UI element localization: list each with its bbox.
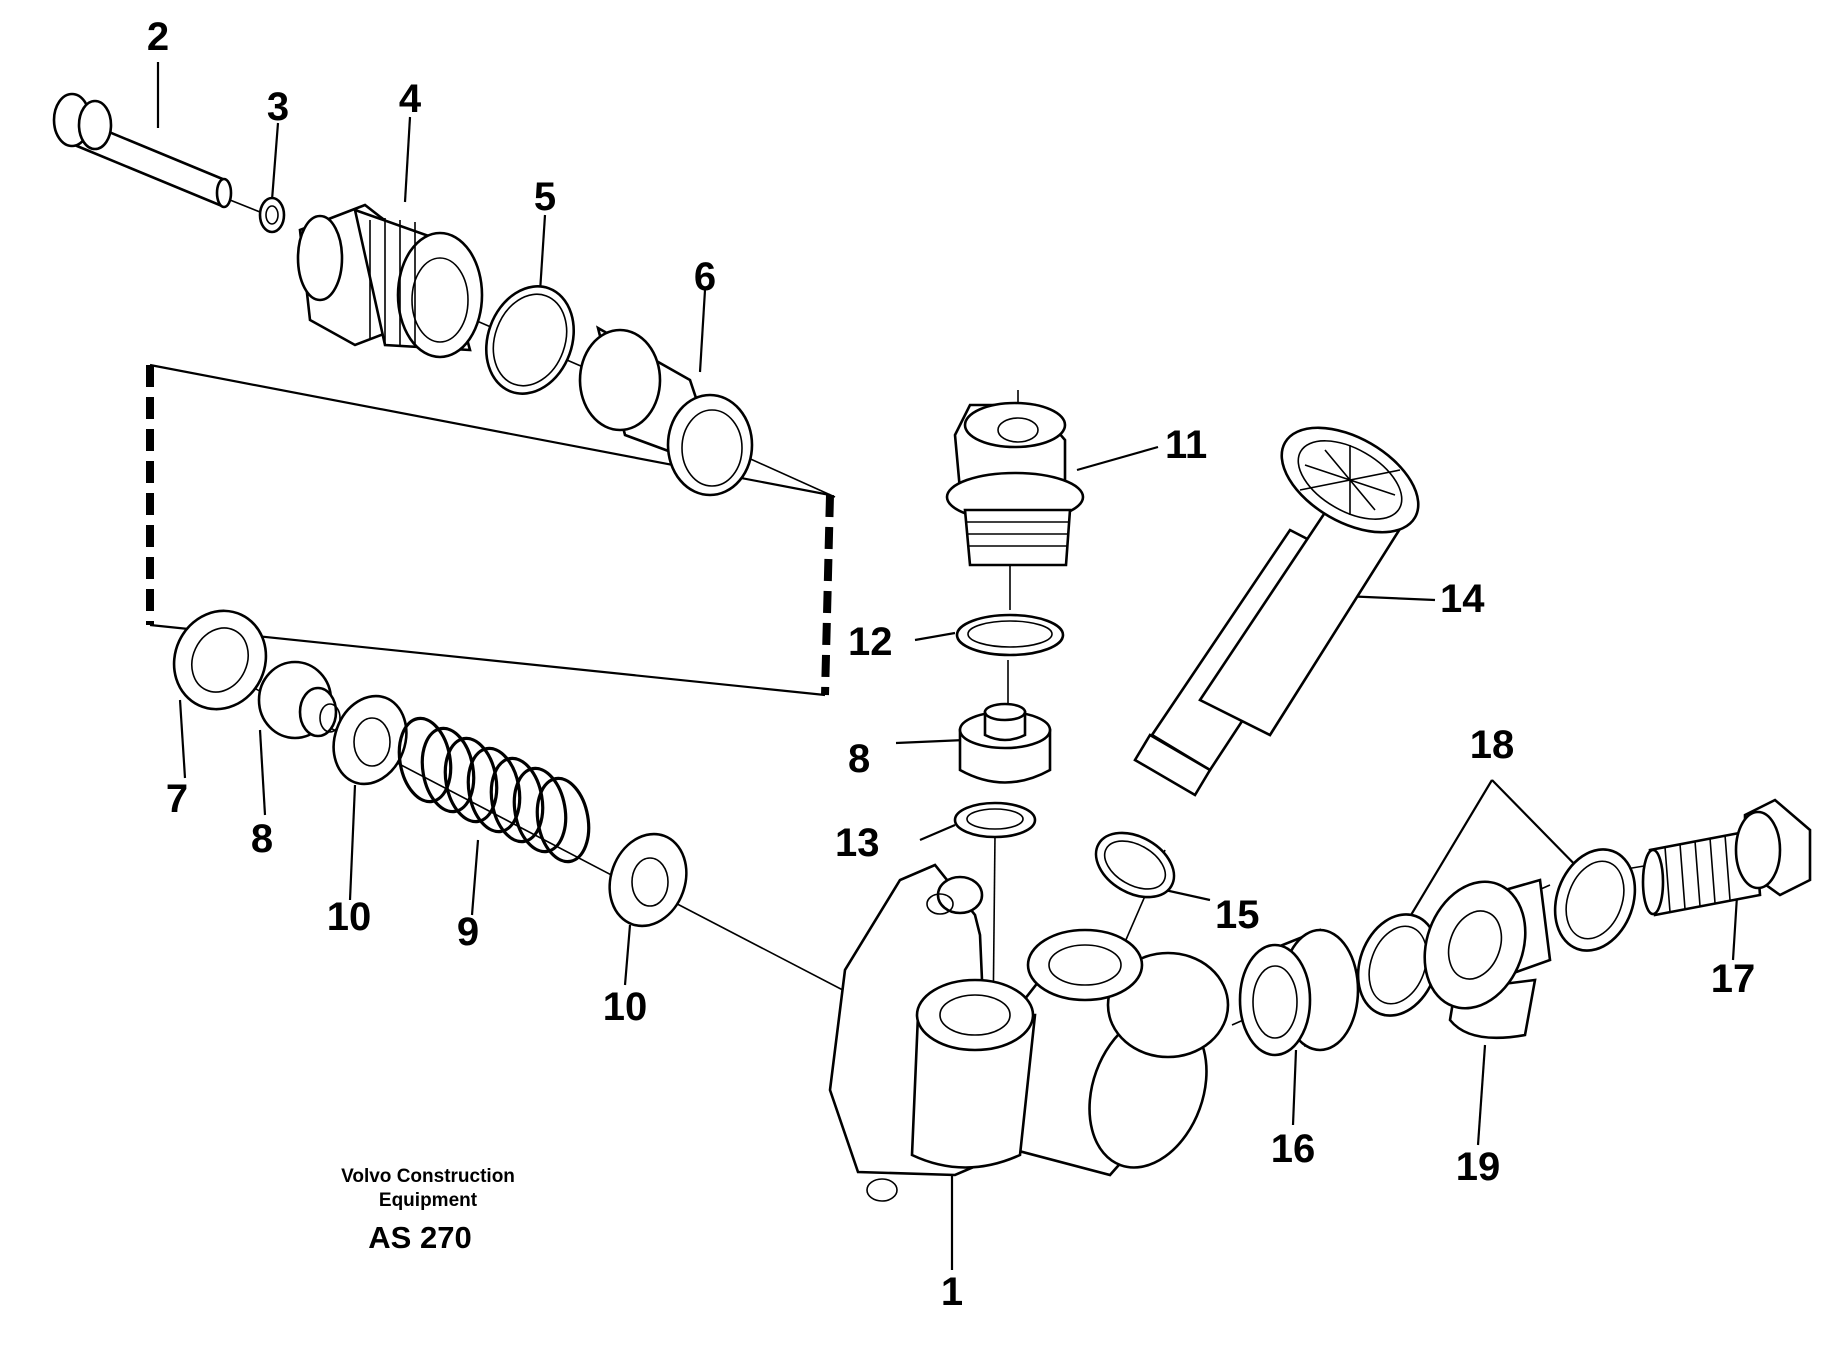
part-6-sleeve: [578, 325, 754, 497]
callout-13: 13: [835, 821, 880, 865]
part-5-o-ring: [484, 285, 576, 395]
callout-1: 1: [941, 1270, 963, 1314]
callout-12: 12: [848, 620, 893, 664]
callout-10-lower: 10: [603, 985, 648, 1029]
part-3-seal-ring: [258, 196, 286, 234]
callout-17: 17: [1711, 957, 1756, 1001]
callout-labels: 2 3 4 5 6 11 14 12 8 13 18 15 17 7 8 10 …: [147, 15, 1755, 1314]
part-4-threaded-plug: [296, 203, 484, 359]
callout-8-left: 8: [251, 817, 273, 861]
callout-10-upper: 10: [327, 895, 372, 939]
callout-15: 15: [1215, 893, 1260, 937]
callout-4: 4: [399, 77, 422, 121]
part-8-valve-center: [958, 702, 1052, 784]
leader-lines: [156, 62, 1740, 1270]
part-19-banjo-fitting: [1423, 878, 1552, 1040]
part-14-hand-primer-pump: [1133, 426, 1420, 797]
part-17-banjo-bolt: [1641, 798, 1812, 917]
callout-7: 7: [166, 777, 188, 821]
caption: Volvo Construction Equipment AS 270: [341, 1166, 515, 1255]
callout-14: 14: [1440, 577, 1485, 621]
caption-code: AS 270: [368, 1220, 471, 1255]
part-8-valve-left: [257, 660, 341, 740]
callout-3: 3: [267, 85, 289, 129]
callout-2: 2: [147, 15, 169, 59]
part-13-seal-ring: [953, 801, 1037, 839]
part-10-washer-lower: [608, 832, 688, 928]
callout-9: 9: [457, 910, 479, 954]
part-18-washer-right: [1553, 848, 1637, 952]
caption-company-line2: Equipment: [379, 1190, 478, 1211]
part-1-pump-housing: [828, 863, 1230, 1202]
part-7-seal: [172, 609, 268, 711]
callout-18: 18: [1470, 723, 1515, 767]
callout-16: 16: [1271, 1127, 1316, 1171]
callout-5: 5: [534, 175, 556, 219]
part-15-o-ring: [1094, 831, 1176, 899]
part-11-union-nut: [945, 401, 1085, 567]
part-10-washer-upper: [332, 694, 408, 786]
part-9-spring: [397, 716, 591, 864]
callout-8-center: 8: [848, 737, 870, 781]
part-16-threaded-adapter: [1238, 928, 1360, 1057]
part-2-banjo-bolt: [52, 92, 233, 209]
callout-6: 6: [694, 255, 716, 299]
caption-company: Volvo Construction: [341, 1166, 515, 1187]
part-12-seal-ring: [955, 613, 1065, 657]
callout-19: 19: [1456, 1145, 1501, 1189]
callout-11: 11: [1165, 423, 1207, 467]
